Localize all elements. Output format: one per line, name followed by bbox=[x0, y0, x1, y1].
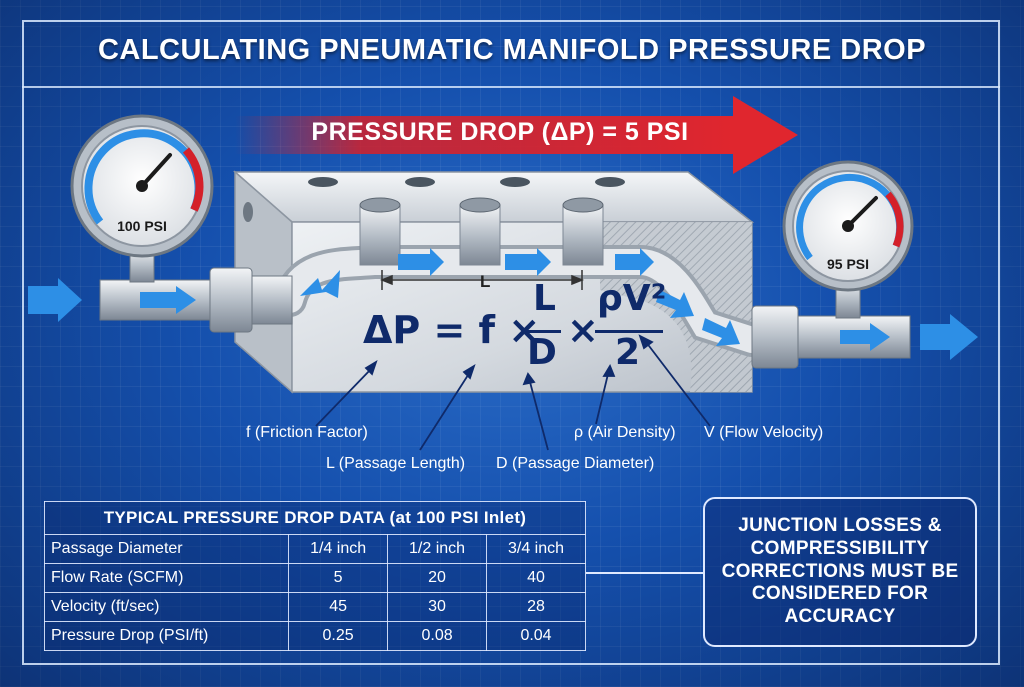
outlet-ports bbox=[359, 197, 604, 266]
outlet-gauge bbox=[782, 160, 914, 292]
callout-friction-factor: f (Friction Factor) bbox=[246, 424, 368, 441]
table-cell: Pressure Drop (PSI/ft) bbox=[43, 621, 290, 651]
equation-frac1-numerator: L bbox=[533, 278, 556, 319]
pressure-drop-table: TYPICAL PRESSURE DROP DATA (at 100 PSI I… bbox=[43, 501, 586, 651]
table-row: Passage Diameter 1/4 inch 1/2 inch 3/4 i… bbox=[43, 534, 586, 564]
table-cell: 30 bbox=[387, 592, 488, 622]
table-cell: 45 bbox=[288, 592, 389, 622]
table-cell: Flow Rate (SCFM) bbox=[43, 563, 290, 593]
table-cell: 20 bbox=[387, 563, 488, 593]
table-cell: 40 bbox=[486, 563, 586, 593]
equation-frac2-denominator: 2 bbox=[615, 332, 641, 373]
table-cell: 5 bbox=[288, 563, 389, 593]
table-row: Velocity (ft/sec) 45 30 28 bbox=[43, 592, 586, 622]
length-dimension bbox=[379, 270, 585, 290]
equation-times: × bbox=[567, 308, 599, 352]
pressure-drop-arrow bbox=[235, 96, 798, 174]
table-row: Pressure Drop (PSI/ft) 0.25 0.08 0.04 bbox=[43, 621, 586, 651]
callout-leaders bbox=[315, 334, 711, 451]
table-cell: 0.08 bbox=[387, 621, 488, 651]
callout-flow-velocity: V (Flow Velocity) bbox=[704, 424, 824, 441]
equation-lhs: ΔP = f × bbox=[363, 308, 541, 352]
page-title: CALCULATING PNEUMATIC MANIFOLD PRESSURE … bbox=[97, 34, 927, 66]
equation-frac1-bar bbox=[525, 330, 561, 333]
pressure-drop-label: PRESSURE DROP (ΔP) = 5 PSI bbox=[311, 118, 689, 146]
table-cell: 0.25 bbox=[288, 621, 389, 651]
equation-frac2-bar bbox=[595, 330, 663, 333]
equation-frac1-denominator: D bbox=[527, 332, 557, 373]
equation-frac2-numerator: ρV² bbox=[597, 278, 667, 319]
outlet-pipe bbox=[751, 279, 978, 369]
table-cell: 1/4 inch bbox=[288, 534, 389, 564]
table-cell: 3/4 inch bbox=[486, 534, 586, 564]
table-cell: 28 bbox=[486, 592, 586, 622]
callout-passage-diameter: D (Passage Diameter) bbox=[496, 455, 655, 472]
outlet-gauge-label: 95 PSI bbox=[826, 256, 870, 272]
note-connector bbox=[586, 572, 703, 574]
table-cell: Velocity (ft/sec) bbox=[43, 592, 290, 622]
table-row: Flow Rate (SCFM) 5 20 40 bbox=[43, 563, 586, 593]
accuracy-note: JUNCTION LOSSES & COMPRESSIBILITY CORREC… bbox=[703, 497, 977, 647]
table-cell: 0.04 bbox=[486, 621, 586, 651]
title-divider bbox=[22, 86, 1000, 88]
callout-passage-length: L (Passage Length) bbox=[326, 455, 466, 472]
callout-air-density: ρ (Air Density) bbox=[574, 424, 676, 441]
border-frame bbox=[22, 20, 1000, 665]
flow-arrows bbox=[300, 248, 740, 346]
inlet-gauge bbox=[70, 114, 214, 258]
inlet-gauge-label: 100 PSI bbox=[117, 218, 167, 234]
table-cell: Passage Diameter bbox=[43, 534, 290, 564]
length-label: L bbox=[480, 272, 491, 291]
table-cell: 1/2 inch bbox=[387, 534, 488, 564]
pressure-drop-equation: ΔP = f × L D × ρV² 2 bbox=[345, 278, 675, 373]
table-title: TYPICAL PRESSURE DROP DATA (at 100 PSI I… bbox=[44, 501, 586, 535]
